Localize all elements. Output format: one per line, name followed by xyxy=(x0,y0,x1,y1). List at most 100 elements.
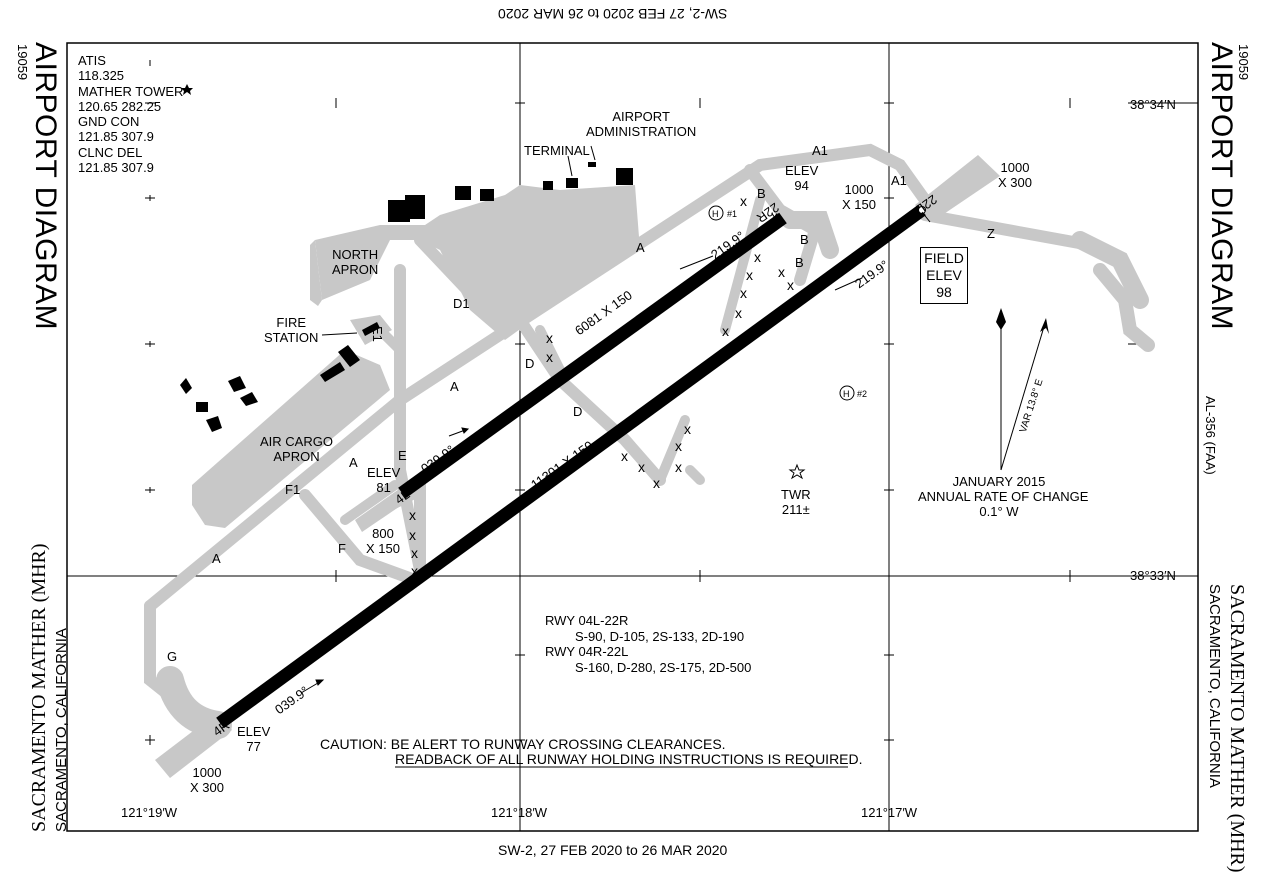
tower-label-map: TWR 211± xyxy=(781,487,811,517)
displaced-threshold-22r: 1000 X 150 xyxy=(842,182,876,212)
tower-frequency: 120.65 282.25 xyxy=(78,98,162,114)
svg-text:x: x xyxy=(778,264,785,280)
latitude-bottom: 38°33′N xyxy=(1130,568,1176,583)
overrun-4l: 800 X 150 xyxy=(366,526,400,556)
elev77-line2: 77 xyxy=(246,739,261,754)
o4r-line2: X 300 xyxy=(190,780,224,795)
fire-line1: FIRE xyxy=(276,315,307,330)
change-line3: 0.1° W xyxy=(979,504,1019,519)
svg-text:x: x xyxy=(771,208,778,224)
field-elev-line3: 98 xyxy=(936,284,952,300)
taxiway-d-2: D xyxy=(573,404,583,419)
change-line1: JANUARY 2015 xyxy=(952,474,1046,489)
caution-line2: READBACK OF ALL RUNWAY HOLDING INSTRUCTI… xyxy=(395,751,863,767)
overrun-22l: 1000 X 300 xyxy=(998,160,1032,190)
north-apron-line1: NORTH xyxy=(332,247,379,262)
admin-label: AIRPORT ADMINISTRATION xyxy=(586,109,696,139)
svg-text:H: H xyxy=(712,209,719,219)
elevation-81: ELEV 81 xyxy=(367,465,400,495)
o22l-line2: X 300 xyxy=(998,175,1032,190)
latitude-top: 38°34′N xyxy=(1130,97,1176,112)
graticule xyxy=(67,43,1198,831)
elevation-94: ELEV 94 xyxy=(785,163,818,193)
helipads xyxy=(708,205,855,401)
taxiway-e: E xyxy=(398,448,407,463)
svg-text:x: x xyxy=(411,545,418,561)
cargo-line2: APRON xyxy=(273,449,320,464)
elev94-line2: 94 xyxy=(794,178,809,193)
runway-04r-22l xyxy=(216,204,926,729)
north-apron-line2: APRON xyxy=(332,262,379,277)
rwy1-data: S-90, D-105, 2S-133, 2D-190 xyxy=(575,628,745,644)
elev81-line1: ELEV xyxy=(367,465,401,480)
bearing-arrows xyxy=(300,255,863,694)
north-arrow xyxy=(996,308,1049,471)
caution-line1: CAUTION: BE ALERT TO RUNWAY CROSSING CLE… xyxy=(320,736,726,752)
terminal-label: TERMINAL xyxy=(524,143,590,158)
admin-line1: AIRPORT xyxy=(612,109,670,124)
taxiway-f1: F1 xyxy=(285,482,301,497)
svg-text:x: x xyxy=(409,507,416,523)
runway-strength: RWY 04L-22R S-90, D-105, 2S-133, 2D-190 … xyxy=(545,613,751,675)
svg-text:x: x xyxy=(746,267,753,283)
taxiway-e1: E1 xyxy=(370,326,385,342)
svg-text:x: x xyxy=(722,323,729,339)
tower-star xyxy=(788,463,806,480)
taxiway-f: F xyxy=(338,541,346,556)
overruns xyxy=(155,155,1000,778)
taxiway-b-2: B xyxy=(800,232,809,247)
d22r-line2: X 150 xyxy=(842,197,876,212)
svg-text:x: x xyxy=(675,459,682,475)
svg-text:x: x xyxy=(787,277,794,293)
elev81-line2: 81 xyxy=(376,480,391,495)
clearance-label: CLNC DEL xyxy=(78,144,143,160)
admin-line2: ADMINISTRATION xyxy=(586,124,697,139)
elev94-line1: ELEV xyxy=(785,163,819,178)
svg-text:x: x xyxy=(740,193,747,209)
longitude-mid: 121°18′W xyxy=(491,805,548,820)
overrun-4r: 1000 X 300 xyxy=(190,765,224,795)
taxiway-b-3: B xyxy=(795,255,804,270)
field-elevation-box: FIELD ELEV 98 xyxy=(920,247,968,304)
svg-text:x: x xyxy=(411,563,418,579)
fire-station-label: FIRE STATION xyxy=(264,315,318,345)
taxiway-d1: D1 xyxy=(453,296,470,311)
svg-text:H: H xyxy=(843,389,850,399)
atis-label: ATIS xyxy=(78,53,106,68)
buildings xyxy=(180,162,633,432)
helipad-2-number: #2 xyxy=(857,389,868,399)
ground-label: GND CON xyxy=(78,114,140,130)
atis-frequency: 118.325 xyxy=(78,68,125,84)
svg-text:x: x xyxy=(740,285,747,301)
map-frame xyxy=(66,42,1199,832)
frequency-block: ATIS 118.325 MATHER TOWER 120.65 282.25 … xyxy=(78,53,183,175)
helipad-1-number: #1 xyxy=(727,209,738,219)
longitude-left: 121°19′W xyxy=(121,805,178,820)
svg-text:x: x xyxy=(546,349,553,365)
taxiway-a-2: A xyxy=(450,379,459,394)
svg-text:x: x xyxy=(409,527,416,543)
d22r-line1: 1000 xyxy=(844,182,874,197)
svg-text:x: x xyxy=(638,459,645,475)
field-elev-line2: ELEV xyxy=(926,267,962,283)
o4r-line1: 1000 xyxy=(192,765,222,780)
svg-text:x: x xyxy=(684,421,691,437)
svg-text:x: x xyxy=(754,249,761,265)
field-elevation-point xyxy=(918,206,926,214)
svg-text:x: x xyxy=(621,448,628,464)
svg-text:x: x xyxy=(653,475,660,491)
annual-change: JANUARY 2015 ANNUAL RATE OF CHANGE 0.1° … xyxy=(918,474,1088,519)
longitude-right: 121°17′W xyxy=(861,805,918,820)
tower-frequency-star xyxy=(181,84,193,95)
o22l-line1: 1000 xyxy=(1000,160,1030,175)
svg-text:x: x xyxy=(750,230,757,246)
rwy2-label: RWY 04R-22L xyxy=(545,644,629,659)
taxiway-g: G xyxy=(167,649,178,664)
rwy2-data: S-160, D-280, 2S-175, 2D-500 xyxy=(575,659,752,675)
ground-frequency: 121.85 307.9 xyxy=(78,129,154,145)
taxiway-b-1: B xyxy=(757,186,766,201)
footer-effective-dates: SW-2, 27 FEB 2020 to 26 MAR 2020 xyxy=(498,842,728,858)
cargo-line1: AIR CARGO xyxy=(260,434,333,449)
